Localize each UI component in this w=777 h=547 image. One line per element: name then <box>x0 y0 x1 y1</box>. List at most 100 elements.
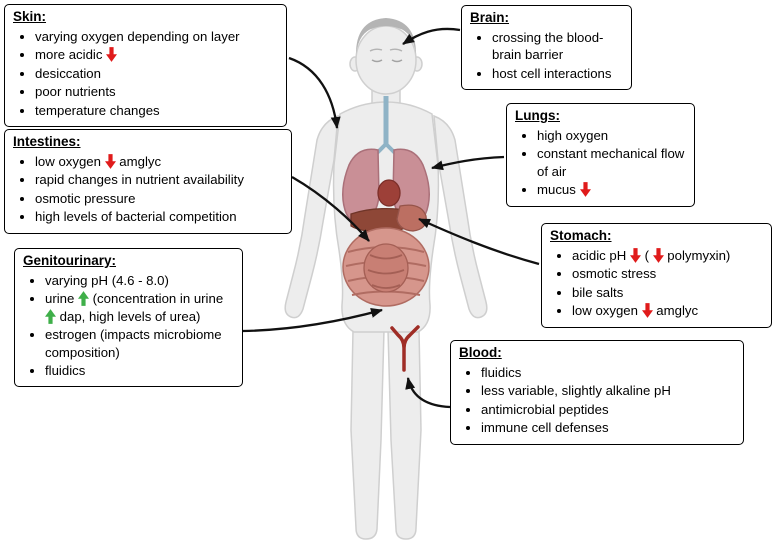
brain-bullet-list: crossing the blood-brain barrierhost cel… <box>470 29 623 82</box>
bullet-item: rapid changes in nutrient availability <box>35 171 283 188</box>
stomach-info-box: Stomach: acidic pH ( polymyxin) osmotic s… <box>541 223 772 328</box>
genitourinary-bullet-list: varying pH (4.6 - 8.0) urine (concentrati… <box>23 272 234 380</box>
blood-bullet-list: fluidics less variable, slightly alkaline… <box>459 364 735 437</box>
eyebrows <box>369 48 403 52</box>
stomach-organ <box>396 204 427 232</box>
bullet-item: temperature changes <box>35 102 278 119</box>
bullet-item: urine (concentration in urine dap, high … <box>45 290 234 325</box>
lungs-bullet-list: high oxygen constant mechanical flow of a… <box>515 127 686 199</box>
skin-bullet-list: varying oxygen depending on layer more ac… <box>13 28 278 119</box>
organs <box>342 96 430 372</box>
arrow-brain-to-head <box>402 27 461 45</box>
bullet-item: mucus <box>537 181 686 198</box>
bullet-item: varying oxygen depending on layer <box>35 28 278 45</box>
blood-vessel-icon <box>390 325 420 372</box>
bullet-text: varying pH (4.6 - 8.0) <box>45 272 169 288</box>
bullet-text: dap, high levels of urea) <box>56 308 201 324</box>
bullet-item: crossing the blood-brain barrier <box>492 29 623 64</box>
bullet-text: fluidics <box>45 362 86 378</box>
bullet-text: varying oxygen depending on layer <box>35 28 240 44</box>
bullet-item: low oxygen amglyc <box>35 153 283 170</box>
bullet-text: amglyc <box>652 303 699 319</box>
bullet-text: acidic pH <box>572 247 630 263</box>
head <box>355 25 417 95</box>
bullet-text: immune cell defenses <box>481 420 609 436</box>
red-down-arrow-icon <box>106 46 118 63</box>
bullet-text: polymyxin) <box>663 247 731 263</box>
bullet-text: constant mechanical flow of air <box>537 146 685 179</box>
skin-box-title: Skin: <box>13 9 47 24</box>
red-down-arrow-icon <box>629 247 641 264</box>
bullet-text: more acidic <box>35 47 107 63</box>
bullet-text: antimicrobial peptides <box>481 401 609 417</box>
hair <box>356 18 416 54</box>
genitourinary-info-box: Genitourinary: varying pH (4.6 - 8.0) uri… <box>14 248 243 388</box>
bullet-item: fluidics <box>45 362 234 379</box>
green-up-arrow-icon <box>78 290 89 307</box>
red-down-arrow-icon <box>579 181 591 198</box>
bullet-text: host cell interactions <box>492 65 612 81</box>
bullet-item: desiccation <box>35 65 278 82</box>
left-arm <box>284 114 339 319</box>
stomach-box-title: Stomach: <box>550 228 612 243</box>
bullet-item: immune cell defenses <box>481 419 735 436</box>
bullet-item: osmotic stress <box>572 265 763 282</box>
stomach-bullet-list: acidic pH ( polymyxin) osmotic stress bile… <box>550 247 763 320</box>
bullet-item: low oxygen amglyc <box>572 302 763 319</box>
bullet-text: osmotic stress <box>572 266 657 282</box>
bullet-text: urine <box>45 291 78 307</box>
red-down-arrow-icon <box>641 302 653 319</box>
bullet-item: high levels of bacterial competition <box>35 208 283 225</box>
left-leg <box>350 329 385 540</box>
small-intestine-coils <box>367 254 405 289</box>
skin-info-box: Skin: varying oxygen depending on layer m… <box>4 4 287 127</box>
arrow-stomach-to-organ <box>418 217 540 266</box>
bullet-item: acidic pH ( polymyxin) <box>572 247 763 264</box>
bullet-text: temperature changes <box>35 102 160 118</box>
green-up-arrow-icon <box>45 308 56 325</box>
intestines-box-title: Intestines: <box>13 134 81 149</box>
bullet-item: estrogen (impacts microbiome composition… <box>45 326 234 361</box>
bullet-text: (concentration in urine <box>89 291 224 307</box>
intestines-info-box: Intestines: low oxygen amglyc rapid chang… <box>4 129 292 234</box>
bullet-text: amglyc <box>115 153 162 169</box>
intestines-bullet-list: low oxygen amglyc rapid changes in nutrie… <box>13 153 283 226</box>
bullet-item: less variable, slightly alkaline pH <box>481 382 735 399</box>
bullet-text: estrogen (impacts microbiome composition… <box>45 327 222 360</box>
bullet-text: low oxygen <box>35 153 105 169</box>
arrow-blood-to-vessel <box>405 377 451 409</box>
bullet-text: poor nutrients <box>35 84 116 100</box>
bullet-text: high oxygen <box>537 127 609 143</box>
arrow-lungs-to-lung <box>431 155 505 171</box>
lungs-box-title: Lungs: <box>515 108 560 123</box>
heart <box>377 179 401 207</box>
bullet-item: high oxygen <box>537 127 686 144</box>
bullet-text: high levels of bacterial competition <box>35 209 237 225</box>
bullet-text: low oxygen <box>572 303 642 319</box>
bullet-text: osmotic pressure <box>35 190 136 206</box>
bullet-text: mucus <box>537 182 580 198</box>
genitourinary-box-title: Genitourinary: <box>23 253 117 268</box>
closed-eyes <box>371 59 403 63</box>
connector-arrows <box>242 27 540 409</box>
arrow-genitourinary-to-pelvis <box>242 308 383 333</box>
bullet-item: more acidic <box>35 46 278 63</box>
bullet-text: desiccation <box>35 65 101 81</box>
brain-info-box: Brain: crossing the blood-brain barrierh… <box>461 5 632 91</box>
right-arm <box>433 114 488 319</box>
arrow-intestines-to-gut <box>291 176 370 242</box>
bullet-item: fluidics <box>481 364 735 381</box>
arrow-skin-to-body <box>288 56 341 129</box>
brain-box-title: Brain: <box>470 10 510 25</box>
bullet-text: rapid changes in nutrient availability <box>35 172 244 188</box>
bullet-text: less variable, slightly alkaline pH <box>481 383 671 399</box>
bullet-item: bile salts <box>572 284 763 301</box>
bullet-item: host cell interactions <box>492 65 623 82</box>
bullet-text: ( <box>640 247 653 263</box>
lungs-info-box: Lungs: high oxygen constant mechanical fl… <box>506 103 695 207</box>
small-intestine <box>363 243 409 293</box>
bullet-text: bile salts <box>572 284 624 300</box>
bullet-item: antimicrobial peptides <box>481 401 735 418</box>
